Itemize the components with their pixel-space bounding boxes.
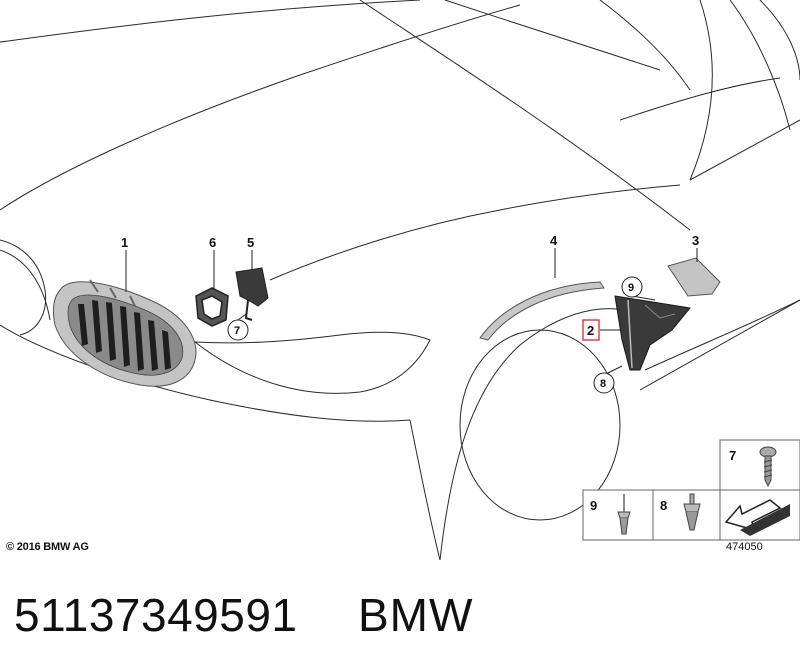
callout-7-circle — [227, 319, 249, 341]
part-number: 51137349591 — [14, 589, 298, 641]
callout-9-circle — [621, 276, 643, 298]
bracket-6 — [195, 287, 229, 327]
legend-9-label: 9 — [590, 498, 597, 513]
callout-6: 6 — [209, 235, 216, 250]
callout-5: 5 — [247, 235, 254, 250]
kidney-grille — [52, 279, 197, 387]
screw-icon — [759, 446, 777, 488]
callout-1: 1 — [121, 235, 128, 250]
side-cover-3 — [667, 257, 721, 297]
callout-2: 2 — [587, 323, 594, 338]
callout-9: 9 — [628, 282, 634, 294]
callout-4: 4 — [550, 233, 558, 248]
legend-7-label: 7 — [729, 448, 736, 463]
clip-icon — [683, 493, 701, 531]
copyright-notice: © 2016 BMW AG — [6, 541, 89, 553]
rivet-icon — [617, 494, 631, 535]
callout-8: 8 — [600, 378, 606, 390]
callout-8-circle — [593, 372, 615, 394]
direction-arrow-icon — [724, 499, 790, 536]
diagram-number: 474050 — [726, 541, 763, 553]
brand-name: BMW — [358, 589, 474, 641]
parts-diagram: 1 6 5 4 3 7 9 8 2 7 9 8 — [0, 0, 800, 560]
trim-strip-4 — [479, 281, 605, 341]
selected-part-highlight[interactable] — [582, 319, 600, 341]
callout-3: 3 — [692, 233, 699, 248]
legend-8-label: 8 — [660, 498, 667, 513]
car-body-outline — [0, 0, 800, 560]
small-parts-legend: 7 9 8 — [582, 439, 800, 541]
callout-7: 7 — [234, 325, 240, 337]
bracket-5 — [235, 267, 269, 321]
fender-bracket-2 — [614, 295, 691, 371]
